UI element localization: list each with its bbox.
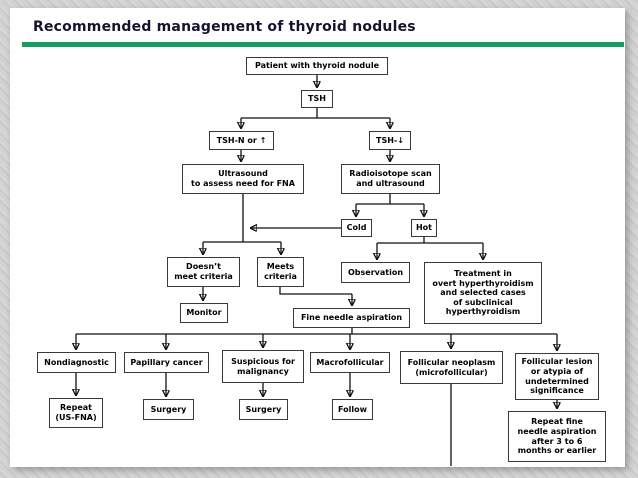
node-tsh-low: TSH-↓ — [369, 131, 411, 150]
node-tsh: TSH — [301, 90, 333, 108]
node-repeat-fna-3-to-6-months: Repeat fine needle aspiration after 3 to… — [508, 411, 606, 462]
node-meets-criteria: Meets criteria — [257, 257, 304, 287]
node-patient-with-thyroid-nodule: Patient with thyroid nodule — [246, 57, 388, 75]
node-tsh-normal-or-high: TSH-N or ↑ — [209, 131, 274, 150]
slide-title: Recommended management of thyroid nodule… — [33, 19, 416, 35]
node-follow: Follow — [332, 399, 373, 420]
node-repeat-us-fna: Repeat (US-FNA) — [49, 398, 103, 428]
node-macrofollicular: Macrofollicular — [310, 352, 390, 373]
node-surgery-papillary: Surgery — [143, 399, 194, 420]
node-observation: Observation — [341, 262, 410, 283]
node-papillary-cancer: Papillary cancer — [124, 352, 209, 373]
title-underline-bar — [22, 42, 624, 47]
node-hot: Hot — [411, 219, 437, 237]
node-nondiagnostic: Nondiagnostic — [37, 352, 116, 373]
node-treatment-hyperthyroidism: Treatment in overt hyperthyroidism and s… — [424, 262, 542, 324]
node-radioisotope-scan: Radioisotope scan and ultrasound — [341, 164, 440, 194]
node-doesnt-meet-criteria: Doesn’t meet criteria — [167, 257, 240, 287]
node-follicular-neoplasm: Follicular neoplasm (microfollicular) — [400, 351, 503, 384]
node-cold: Cold — [341, 219, 372, 237]
node-ultrasound: Ultrasound to assess need for FNA — [182, 164, 304, 194]
node-fine-needle-aspiration: Fine needle aspiration — [293, 308, 410, 328]
node-monitor: Monitor — [180, 303, 228, 323]
node-follicular-lesion-undetermined: Follicular lesion or atypia of undetermi… — [515, 353, 599, 400]
node-surgery-suspicious: Surgery — [239, 399, 288, 420]
node-suspicious-for-malignancy: Suspicious for malignancy — [222, 350, 304, 383]
